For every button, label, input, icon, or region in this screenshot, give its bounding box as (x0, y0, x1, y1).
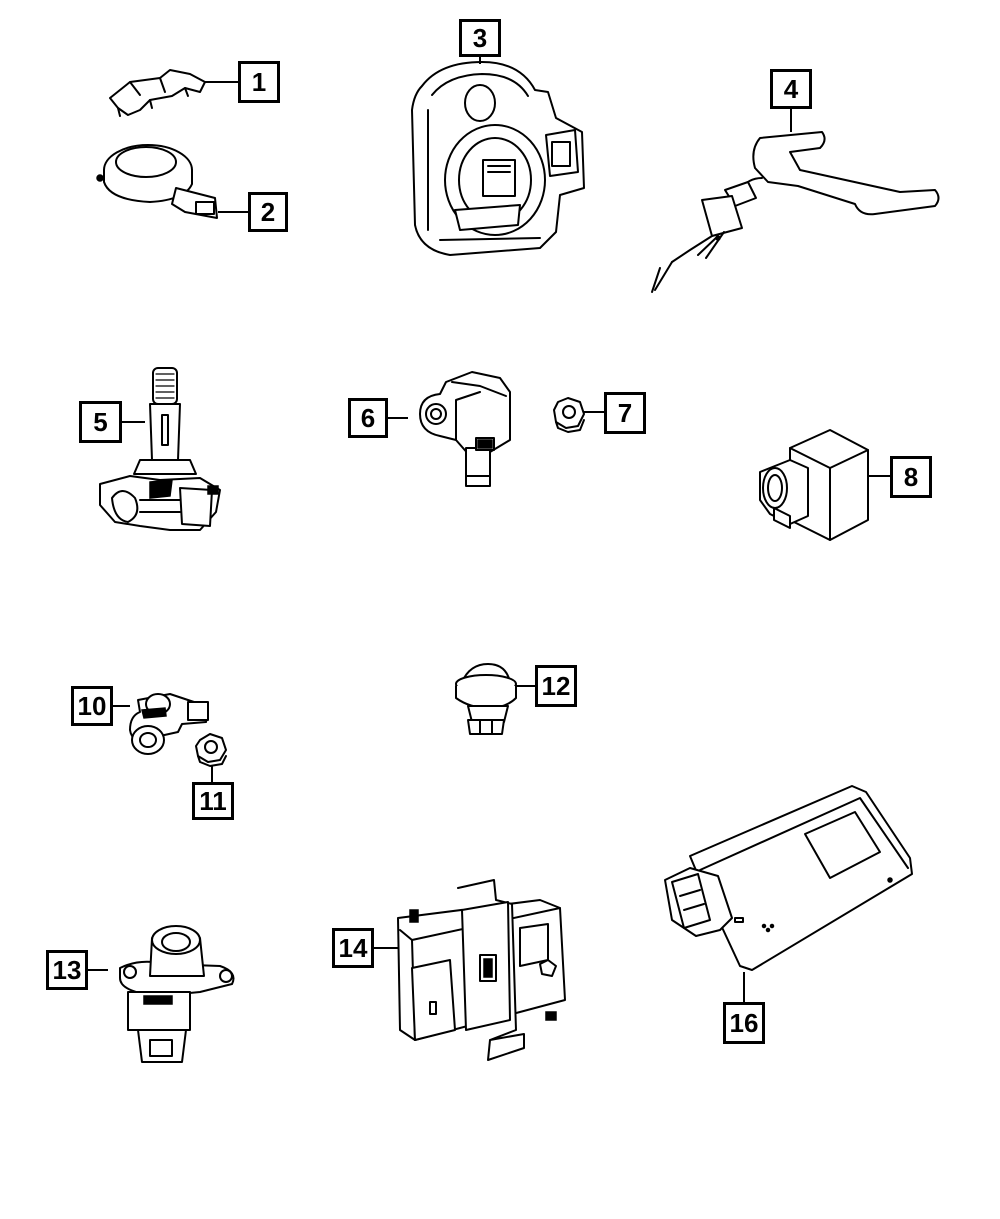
part-6-sensor (419, 371, 511, 487)
callout-3: 3 (459, 19, 501, 57)
part-10-sensor (129, 693, 209, 755)
callout-1: 1 (238, 61, 280, 103)
part-7-nut (553, 397, 585, 433)
callout-12: 12 (535, 665, 577, 707)
part-14-module (397, 879, 566, 1061)
callout-10: 10 (71, 686, 113, 726)
part-16-module (664, 785, 913, 971)
part-3-module (411, 61, 585, 256)
part-1-clip (109, 69, 206, 117)
part-12-sensor (455, 663, 517, 735)
callout-2: 2 (248, 192, 288, 232)
callout-11: 11 (192, 782, 234, 820)
part-2-sensor (96, 144, 218, 219)
callout-7: 7 (604, 392, 646, 434)
part-4-harness (651, 131, 940, 293)
callout-16: 16 (723, 1002, 765, 1044)
callout-4: 4 (770, 69, 812, 109)
part-8-module (759, 429, 869, 541)
callout-14: 14 (332, 928, 374, 968)
callout-13: 13 (46, 950, 88, 990)
callout-8: 8 (890, 456, 932, 498)
part-5-tpms-sensor (99, 367, 221, 531)
callout-6: 6 (348, 398, 388, 438)
callout-5: 5 (79, 401, 122, 443)
part-13-sensor (119, 925, 235, 1063)
part-11-nut (195, 733, 227, 767)
